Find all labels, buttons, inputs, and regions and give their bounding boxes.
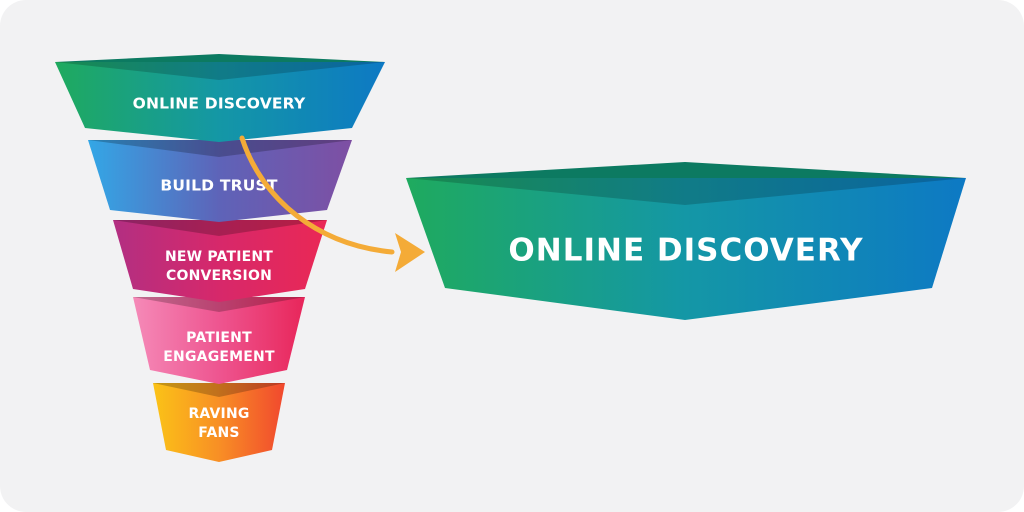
highlight-stage-online-discovery: ONLINE DISCOVERY [406, 162, 966, 320]
funnel-stage-patient-engagement: PATIENT ENGAGEMENT [133, 297, 305, 384]
stage-shape [55, 62, 385, 142]
highlight-top-shadow [406, 178, 966, 205]
stage-label: ONLINE DISCOVERY [133, 95, 306, 113]
stage-label-line-2: CONVERSION [166, 268, 272, 284]
stage-shape [113, 220, 327, 302]
arrow [239, 135, 425, 272]
funnel-stage-online-discovery: ONLINE DISCOVERY [55, 54, 385, 142]
stage-top-face [55, 54, 385, 62]
stage-label: BUILD TRUST [160, 177, 278, 195]
stage-top-face [153, 383, 285, 397]
stage-shape [88, 140, 352, 222]
highlight-top-face [406, 162, 966, 178]
stage-top-face [113, 220, 327, 236]
stage-label-line-2: FANS [198, 425, 239, 441]
highlight-shape [406, 178, 966, 320]
arrow-curve [239, 135, 395, 255]
stage-top-face [88, 140, 352, 157]
highlight-label: ONLINE DISCOVERY [508, 233, 863, 269]
funnel-stage-new-patient-conversion: NEW PATIENT CONVERSION [113, 220, 327, 302]
stage-label-line-1: RAVING [188, 406, 249, 422]
stage-shape [133, 297, 305, 384]
funnel-stage-build-trust: BUILD TRUST [88, 140, 352, 222]
stage-top-face [133, 297, 305, 312]
arrow-head [395, 233, 425, 272]
stage-shape [153, 383, 285, 462]
stage-top-shadow [55, 62, 385, 80]
stage-label-line-2: ENGAGEMENT [163, 349, 275, 365]
stage-label-line-1: NEW PATIENT [165, 249, 273, 265]
stage-label-line-1: PATIENT [186, 330, 252, 346]
funnel-stage-raving-fans: RAVING FANS [153, 383, 285, 462]
